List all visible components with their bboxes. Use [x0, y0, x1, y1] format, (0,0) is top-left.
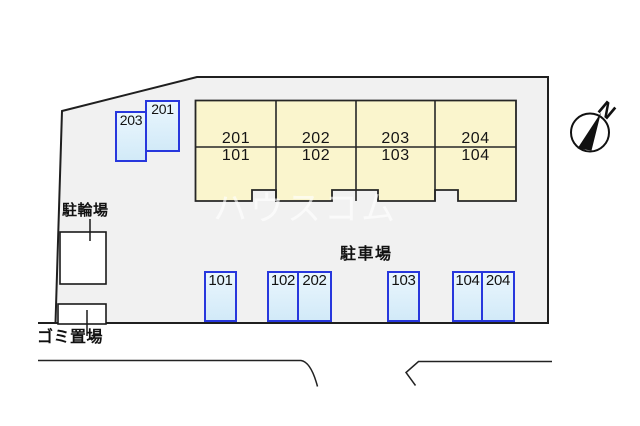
parking-space-102: 102	[267, 271, 299, 322]
road-edge-left	[38, 359, 319, 387]
bicycle-parking-box	[59, 231, 107, 285]
compass-icon: N	[570, 97, 620, 153]
car-parking-label: 駐車場	[340, 246, 393, 263]
garbage-area-box	[57, 303, 107, 325]
unit-label-202: 202	[301, 130, 331, 147]
unit-label-204: 204	[461, 130, 490, 147]
annex-box-label: 203	[119, 112, 143, 128]
annex-box-203: 203	[115, 111, 147, 162]
bicycle-parking-label: 駐輪場	[62, 202, 109, 219]
annex-box-201: 201	[145, 100, 180, 152]
unit-label-201: 201	[221, 130, 251, 147]
unit-label-203: 203	[381, 130, 410, 147]
parking-space-label: 102	[270, 272, 296, 289]
parking-space-104: 104	[452, 271, 483, 322]
parking-space-label: 202	[302, 272, 327, 289]
parking-space-204: 204	[481, 271, 515, 322]
parking-space-101: 101	[204, 271, 237, 322]
parking-space-103: 103	[387, 271, 420, 322]
parking-space-202: 202	[297, 271, 332, 322]
unit-label-104: 104	[461, 147, 490, 164]
compass-needle	[577, 112, 601, 151]
annex-box-label: 201	[151, 101, 174, 117]
parking-space-label: 101	[208, 272, 233, 289]
unit-label-102: 102	[301, 147, 331, 164]
unit-label-101: 101	[221, 147, 251, 164]
parking-space-label: 103	[391, 272, 416, 289]
road-edge-right	[404, 360, 552, 386]
unit-label-103: 103	[381, 147, 410, 164]
parking-space-label: 204	[485, 272, 511, 289]
parking-space-label: 104	[455, 272, 480, 289]
garbage-area-label: ゴミ置場	[37, 329, 104, 346]
